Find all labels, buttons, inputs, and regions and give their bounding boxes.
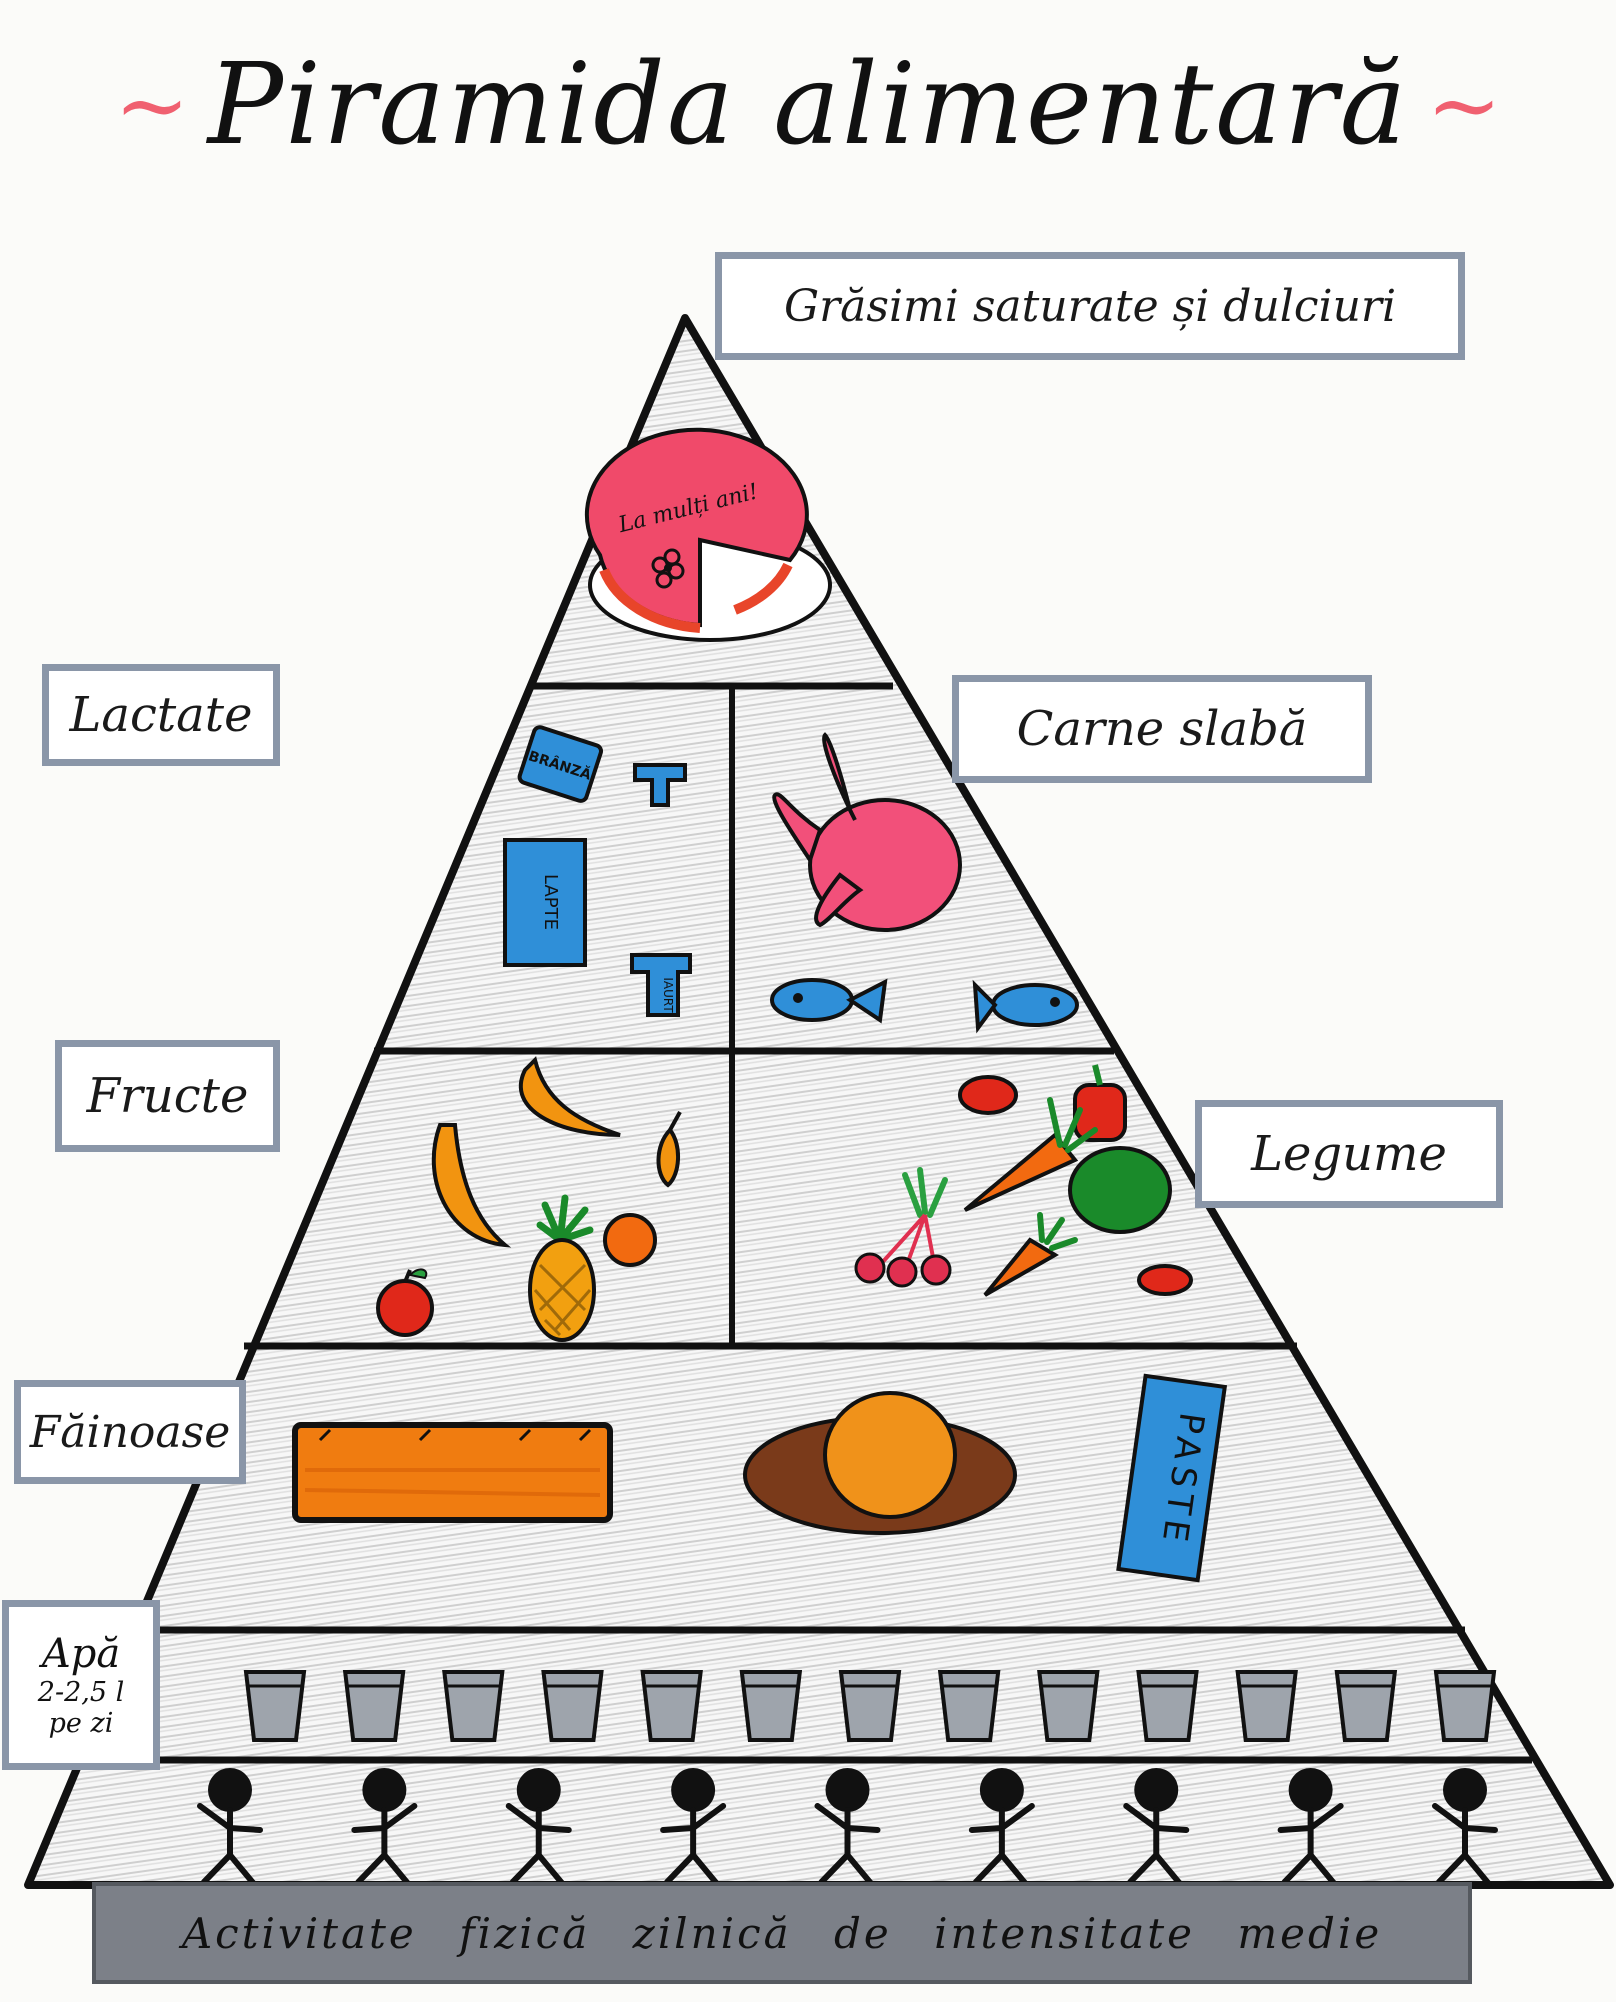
activity-figures (197, 1768, 1498, 1887)
label-water: Apă 2-2,5 l pe zi (2, 1600, 160, 1770)
stick-figure (1277, 1768, 1344, 1887)
water-glass (838, 1670, 902, 1742)
stick-figure (1432, 1768, 1498, 1887)
cake-drawing: La mulți ani! (584, 427, 832, 642)
water-per-day: pe zi (48, 1708, 114, 1739)
cheese-block: BRÂNZĂ (517, 725, 603, 803)
water-glass (937, 1670, 1001, 1742)
right-wave-decoration: ~ (1426, 52, 1502, 158)
water-glass (243, 1670, 307, 1742)
cake-rim-2 (733, 562, 793, 615)
pear-drawing (656, 1111, 682, 1188)
title-banner: ~ Piramida alimentară ~ (0, 20, 1616, 190)
fruit-drawings (376, 1056, 682, 1342)
yogurt-cup: IAURT (630, 953, 692, 1017)
stick-figure (1123, 1768, 1190, 1887)
label-dairy: Lactate (42, 664, 280, 766)
label-lean-meat: Carne slabă (952, 675, 1372, 783)
water-glass (342, 1670, 406, 1742)
meat-drawings (770, 732, 1079, 1034)
stick-figure (505, 1768, 572, 1887)
water-title: Apă (41, 1631, 121, 1677)
water-glass (1136, 1670, 1199, 1742)
orange-drawing (603, 1213, 657, 1267)
stick-figure (814, 1768, 881, 1887)
label-vegetables: Legume (1195, 1100, 1503, 1208)
water-glass (1433, 1670, 1497, 1742)
radish-bunch (854, 1167, 952, 1288)
banana-left (431, 1123, 512, 1248)
water-glasses (243, 1670, 1497, 1742)
stick-figure (197, 1768, 263, 1887)
water-glass (1037, 1670, 1100, 1742)
fish-left (770, 978, 888, 1024)
pepper-drawing (1073, 1064, 1127, 1142)
label-saturated-fats-sweets: Grăsimi saturate și dulciuri (715, 252, 1465, 360)
page-title: Piramida alimentară (207, 40, 1409, 170)
water-glass (640, 1670, 703, 1742)
water-glass (1235, 1670, 1298, 1742)
banana-top (518, 1056, 621, 1137)
dairy-drawings: BRÂNZĂ LAPTE IAURT (503, 725, 692, 1017)
carrot-upper (963, 1097, 1098, 1212)
label-fruits: Fructe (55, 1040, 280, 1152)
fish-right (972, 979, 1079, 1034)
water-glass (442, 1670, 505, 1742)
water-glass (739, 1670, 803, 1742)
stick-figure (968, 1768, 1035, 1887)
vegetable-drawings (854, 1064, 1193, 1297)
flower-icon (651, 548, 685, 589)
tomato-slice-small (1137, 1264, 1193, 1296)
water-amount: 2-2,5 l (37, 1677, 125, 1708)
milk-carton: LAPTE (503, 838, 587, 967)
label-grains: Făinoase (14, 1380, 246, 1484)
grain-drawings: PASTE (292, 1373, 1228, 1583)
water-glass (541, 1670, 604, 1742)
yogurt-label: IAURT (661, 977, 675, 1013)
carrot-lower (983, 1212, 1078, 1297)
chicken-drawing (772, 732, 962, 932)
stick-figure (660, 1768, 727, 1887)
cabbage-drawing (1068, 1146, 1172, 1234)
apple-drawing (376, 1268, 434, 1337)
bread-loaf (292, 1422, 613, 1523)
bun-on-plate (743, 1391, 1017, 1535)
cake-rim (599, 568, 701, 633)
left-wave-decoration: ~ (114, 52, 190, 158)
stick-figure (351, 1768, 418, 1887)
pasta-box: PASTE (1116, 1373, 1228, 1583)
pineapple-drawing (528, 1194, 596, 1342)
yogurt-cup-top (633, 763, 687, 807)
water-glass (1334, 1670, 1398, 1742)
label-daily-physical-activity: Activitate fizică zilnică de intensitate… (92, 1882, 1472, 1984)
milk-label: LAPTE (540, 874, 561, 930)
tomato-slice (958, 1075, 1018, 1115)
